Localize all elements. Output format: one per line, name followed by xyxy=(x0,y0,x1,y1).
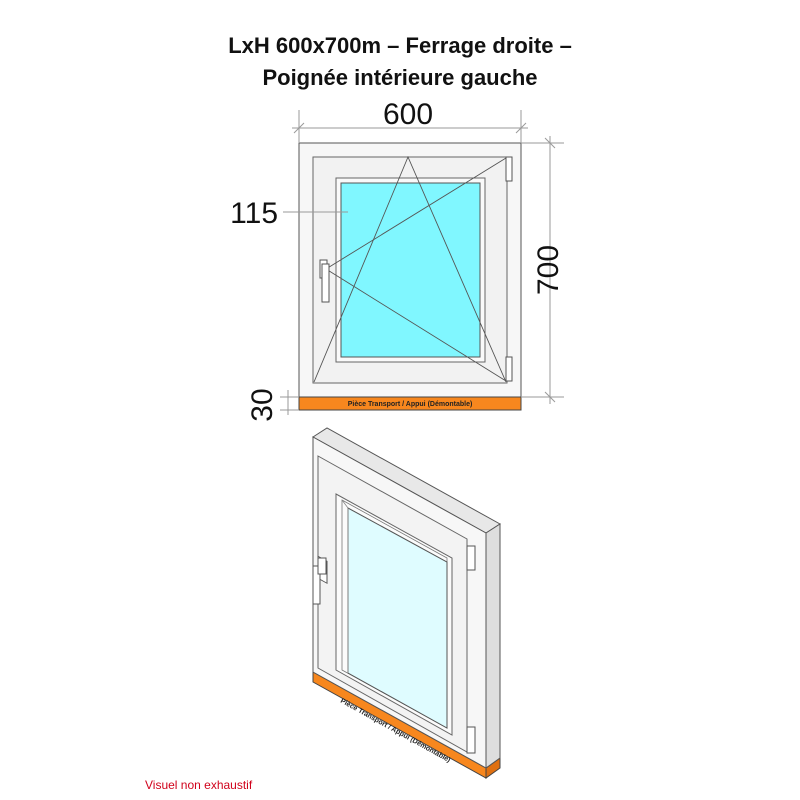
hinge-icon xyxy=(466,726,476,754)
diagram-title: LxH 600x700m – Ferrage droite – Poignée … xyxy=(0,30,800,94)
handle-icon xyxy=(319,259,330,303)
sill-label: Pièce Transport / Appui (Démontable) xyxy=(348,401,473,408)
disclaimer-note: Visuel non exhaustif xyxy=(145,778,253,792)
title-line-1: LxH 600x700m – Ferrage droite – xyxy=(228,33,572,58)
profile-dimension: 115 xyxy=(230,197,348,230)
hinge-icon xyxy=(505,156,513,182)
perspective-view: Pièce Transport / Appui (Démontable) xyxy=(312,427,501,779)
sill-height-label: 30 xyxy=(246,388,279,421)
width-label: 600 xyxy=(383,98,433,131)
width-dimension: 600 xyxy=(292,98,528,143)
sill-dimension: 30 xyxy=(246,388,299,422)
height-label: 700 xyxy=(532,245,565,295)
height-dimension: 700 xyxy=(521,136,565,404)
sill-piece xyxy=(298,396,522,411)
front-elevation: Pièce Transport / Appui (Démontable) xyxy=(298,142,522,411)
hinge-icon xyxy=(466,545,476,571)
handle-icon xyxy=(312,555,328,605)
title-line-2: Poignée intérieure gauche xyxy=(262,65,538,90)
frame-side-face xyxy=(485,523,501,769)
glass-edge-3d xyxy=(341,499,349,673)
glass-pane xyxy=(340,182,481,358)
tilt-opening-line xyxy=(313,155,507,383)
profile-label: 115 xyxy=(230,197,278,230)
hinge-icon xyxy=(505,356,513,382)
